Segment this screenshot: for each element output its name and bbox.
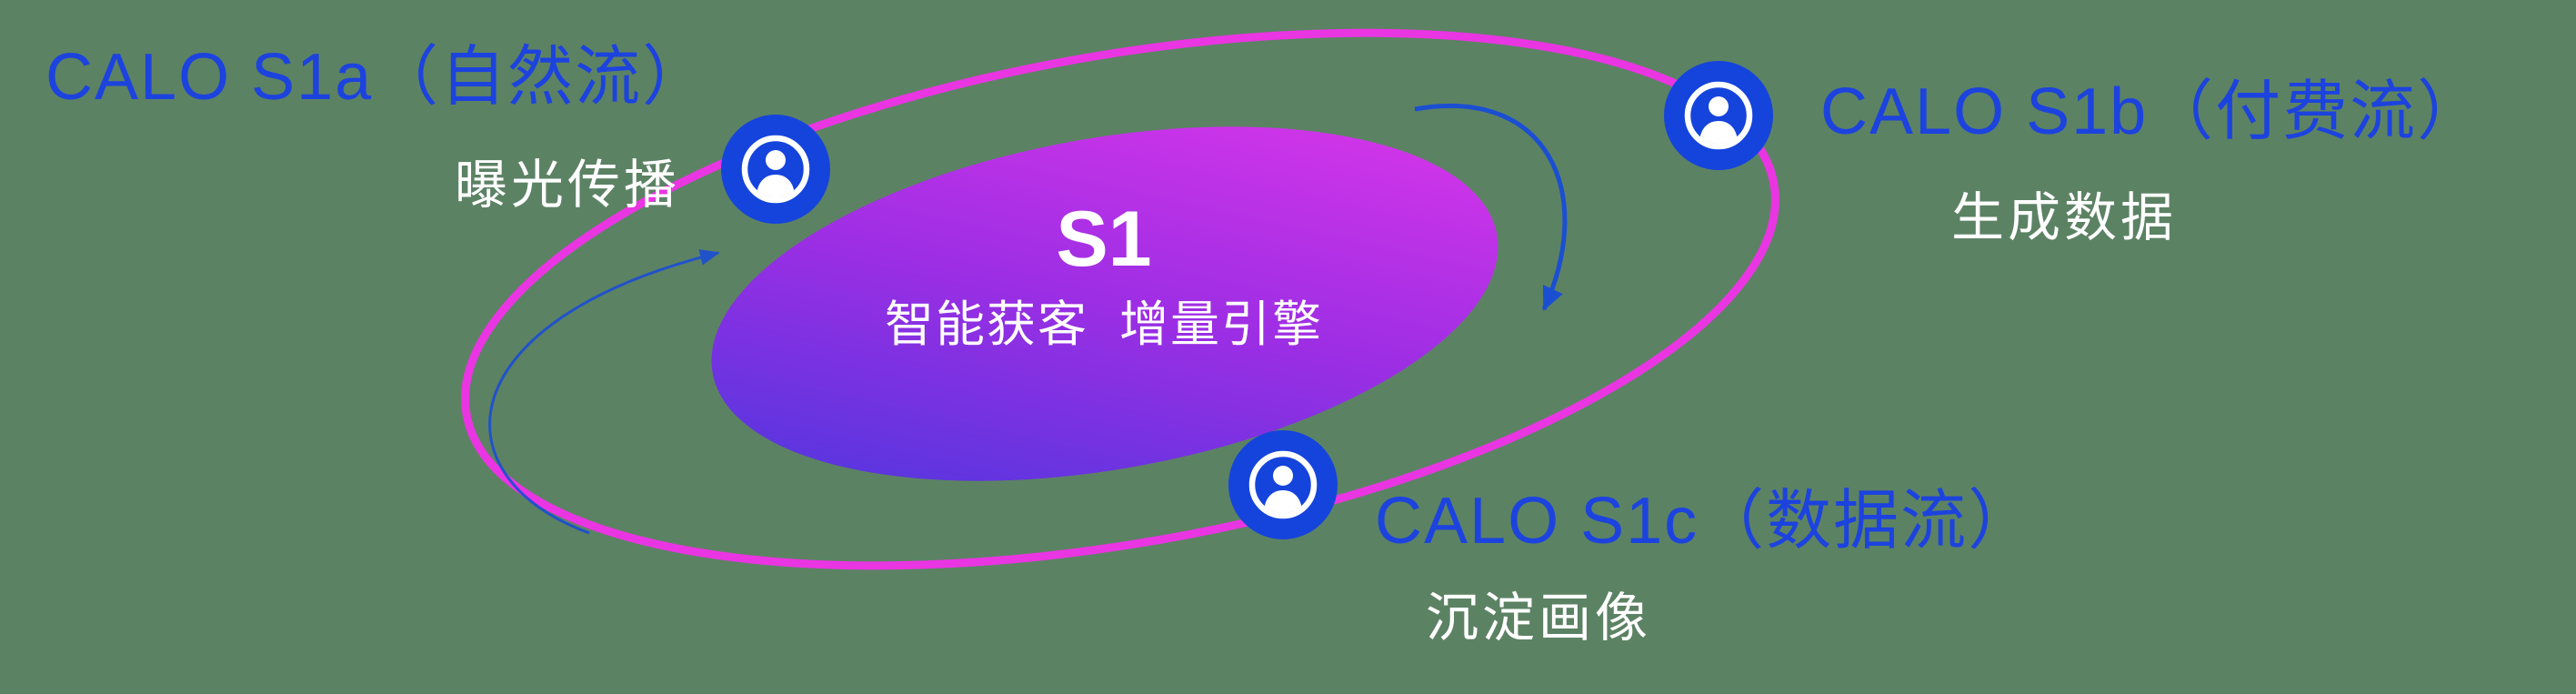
core-title: S1 (1056, 196, 1152, 283)
node-label-s1c: CALO S1c（数据流） (1375, 485, 2036, 558)
core-subtitle: 智能获客 增量引擎 (884, 297, 1324, 352)
user-badge-icon-s1a (721, 115, 830, 224)
core-ellipse (711, 126, 1498, 481)
node-sublabel-s1c: 沉淀画像 (1426, 588, 1652, 648)
node-label-s1a: CALO S1a（自然流） (45, 41, 710, 114)
node-label-s1b: CALO S1b（付费流） (1820, 75, 2485, 148)
node-sublabel-s1a: 曝光传播 (455, 156, 681, 215)
core-label-group: S1 智能获客 增量引擎 (885, 200, 1323, 352)
user-badge-icon-s1c (1228, 430, 1338, 539)
flow-arrow-right-icon (1414, 103, 1568, 311)
flow-arrow-left-icon (488, 249, 720, 535)
orbit-ring (461, 28, 1779, 570)
user-badge-icon-s1b (1664, 61, 1773, 170)
node-sublabel-s1b: 生成数据 (1951, 188, 2178, 247)
